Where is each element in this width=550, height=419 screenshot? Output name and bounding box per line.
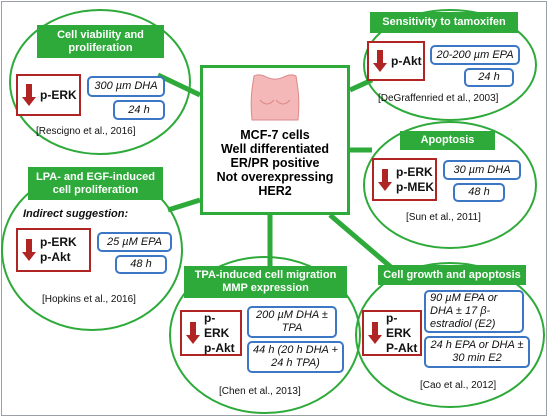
center-line-receptor: ER/PR positive [230,156,320,170]
condition-tpa-dose: 200 µM DHA ± TPA [247,306,337,338]
ref-tamoxifen: [DeGraffenried et al., 2003] [378,93,499,104]
condition-apoptosis-time: 48 h [453,183,505,202]
down-arrow-icon [186,322,200,344]
marker-lpa: p-ERK p-Akt [16,228,91,272]
note-lpa: Indirect suggestion: [23,208,129,220]
marker-growth: p-ERK P-Akt [362,310,422,356]
condition-apoptosis-dose: 30 µm DHA [443,160,521,180]
condition-growth-time: 24 h EPA or DHA ± 30 min E2 [424,336,530,368]
condition-tamoxifen-time: 24 h [464,68,514,87]
marker-tpa: p-ERK p-Akt [180,310,242,356]
ref-apoptosis: [Sun et al., 2011] [406,212,481,223]
torso-icon [250,74,300,121]
ref-growth: [Cao et al., 2012] [420,380,497,391]
down-arrow-icon [368,322,382,344]
ref-lpa: [Hopkins et al., 2016] [42,294,136,305]
title-growth: Cell growth and apoptosis [378,265,526,285]
title-viability: Cell viability and proliferation [37,25,164,58]
down-arrow-icon [378,168,392,191]
condition-lpa-dose: 25 µM EPA [97,232,172,252]
condition-viability-time: 24 h [113,100,165,120]
marker-label-group: p-ERK p-Akt [40,235,77,265]
marker-label: p-Akt [204,340,235,355]
marker-label: p-ERK [40,87,77,102]
connector-lpa [167,197,201,213]
marker-label: p-ERK [40,235,77,249]
center-description: MCF-7 cells Well differentiated ER/PR po… [200,128,350,198]
ellipse-viability [9,9,191,155]
marker-label-group: p-ERK P-Akt [386,311,420,356]
marker-label: p-Akt [40,250,71,264]
marker-viability: p-ERK [16,74,81,116]
ellipse-tpa [169,256,361,414]
center-line-her2-a: Not overexpressing [216,170,334,184]
title-apoptosis: Apoptosis [400,131,495,150]
marker-tamoxifen: p-Akt [367,41,425,81]
marker-label-group: p-ERK p-Akt [204,311,240,356]
condition-growth-dose: 90 µM EPA or DHA ± 17 β-estradiol (E2) [424,290,524,333]
center-line-cells: MCF-7 cells [240,128,310,142]
marker-label-group: p-ERK p-MEK [396,165,434,195]
condition-tamoxifen-dose: 20-200 µm EPA [430,45,520,65]
connector-viability [156,72,202,98]
ellipse-apoptosis [363,121,537,249]
ref-tpa: [Chen et al., 2013] [219,386,301,397]
marker-label: p-ERK [386,310,412,340]
title-tpa: TPA-induced cell migration MMP expressio… [184,266,347,298]
marker-label: p-ERK [204,310,230,340]
center-line-differentiation: Well differentiated [220,142,330,156]
ref-viability: [Rescigno et al., 2016] [36,126,136,137]
title-tamoxifen: Sensitivity to tamoxifen [370,12,518,33]
condition-lpa-time: 48 h [115,255,167,274]
condition-viability-dose: 300 µm DHA [87,76,165,97]
connector-growth [328,213,394,270]
ellipse-tamoxifen [363,9,537,121]
title-lpa: LPA- and EGF-induced cell proliferation [28,167,163,200]
ellipse-growth [355,262,545,408]
down-arrow-icon [373,50,387,72]
marker-label: p-MEK [396,179,434,194]
marker-apoptosis: p-ERK p-MEK [372,158,437,201]
marker-label: p-Akt [391,53,422,68]
down-arrow-icon [22,84,36,106]
center-line-her2-b: HER2 [258,184,292,198]
condition-tpa-time: 44 h (20 h DHA + 24 h TPA) [247,341,344,373]
marker-label: P-Akt [386,340,418,355]
down-arrow-icon [22,239,36,261]
marker-label: p-ERK [396,164,433,179]
